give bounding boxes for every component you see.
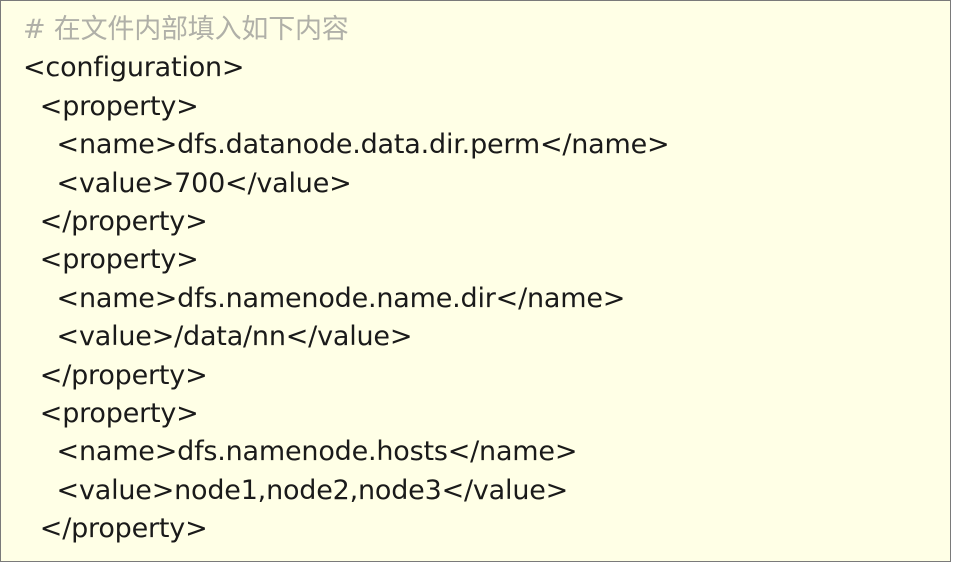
code-line-name: <name>dfs.namenode.hosts</name>	[23, 436, 578, 468]
code-line-value: <value>node1,node2,node3</value>	[23, 474, 569, 506]
code-line-value: <value>/data/nn</value>	[23, 321, 413, 353]
code-line-name: <name>dfs.datanode.data.dir.perm</name>	[23, 129, 670, 161]
page-margin	[0, 562, 953, 587]
code-comment-line: # 在文件内部填入如下内容	[23, 14, 349, 45]
code-line-property-close: </property>	[23, 513, 208, 545]
code-line-value: <value>700</value>	[23, 167, 352, 199]
code-line-property-close: </property>	[23, 359, 208, 391]
code-block: # 在文件内部填入如下内容 <configuration> <property>…	[0, 0, 951, 562]
code-line-property-open: <property>	[23, 397, 199, 429]
code-line-configuration-open: <configuration>	[23, 52, 245, 84]
code-line-property-close: </property>	[23, 205, 208, 237]
code-line-property-open: <property>	[23, 90, 199, 122]
code-line-name: <name>dfs.namenode.name.dir</name>	[23, 282, 626, 314]
code-line-property-open: <property>	[23, 244, 199, 276]
